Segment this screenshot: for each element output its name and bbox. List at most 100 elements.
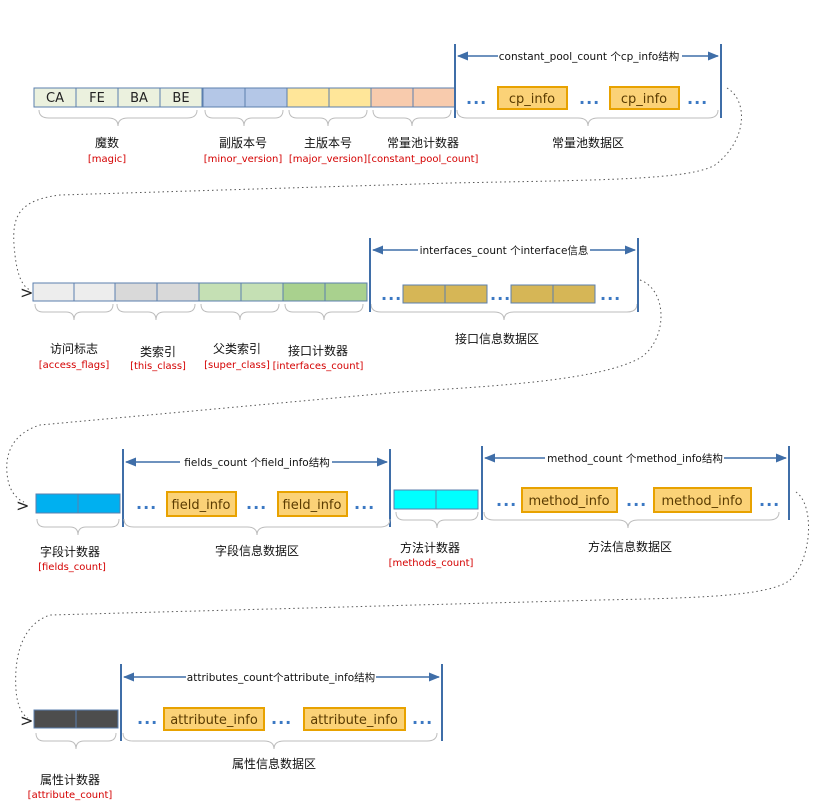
attributes-dim-text: attributes_count个attribute_info结构	[187, 671, 375, 684]
field-info-item-1	[166, 491, 237, 517]
cp-info-item-2-text: cp_info	[621, 92, 667, 107]
this-cell	[114, 282, 158, 302]
magic-label: 魔数	[95, 135, 119, 150]
methods-bracket	[483, 511, 780, 529]
minor-version-bracket	[204, 109, 284, 127]
method-info-item-1	[521, 487, 618, 513]
methods-dots-1: ...	[496, 491, 517, 510]
row-2: > 访问标志 [access_flags] 类索引 [this_class] 父…	[20, 238, 639, 372]
constant-pool-count-bracket	[372, 109, 452, 127]
method-info-item-2-text: method_info	[661, 494, 742, 509]
row-1: CA FE BA BE 魔数 [magic] 副版本号 [minor_versi…	[33, 44, 722, 165]
fields-dots-1: ...	[136, 494, 157, 513]
attributes-count-bracket	[35, 732, 117, 750]
attribute-info-item-1	[163, 707, 265, 731]
super-class-label: 父类索引	[213, 342, 261, 356]
fields-bracket	[123, 518, 391, 536]
this-cell	[156, 282, 200, 302]
major-version-label: 主版本号	[304, 136, 352, 150]
major-version-note: [major_version]	[289, 154, 367, 165]
if1-cell	[444, 284, 488, 304]
interfaces-count-bracket	[284, 303, 364, 321]
minor-version-cells	[202, 87, 288, 108]
interfaces-dots-1: ...	[381, 285, 402, 304]
constant-pool-label: 常量池数据区	[552, 135, 624, 150]
magic-byte-2: FE	[89, 91, 105, 106]
minor-version-label: 副版本号	[219, 136, 267, 150]
attribute-info-item-1-text: attribute_info	[170, 713, 258, 728]
access-flags-label: 访问标志	[50, 342, 98, 356]
minor-cell	[244, 87, 288, 108]
attributes-bracket	[122, 732, 438, 750]
if2-cell	[510, 284, 554, 304]
acount-cell	[33, 709, 77, 729]
attribute-info-item-2	[303, 707, 406, 731]
interfaces-dots-3: ...	[600, 285, 621, 304]
cp-info-item-1	[497, 86, 568, 110]
access-cell	[73, 282, 116, 302]
interfaces-bracket	[370, 303, 638, 321]
access-cell	[32, 282, 75, 302]
continuation-mark-row3: >	[16, 496, 29, 515]
attributes-count-cells	[33, 709, 119, 729]
field-info-item-1-text: field_info	[172, 498, 231, 513]
cp-info-item-2	[609, 86, 680, 110]
interfaces-count-cells	[282, 282, 368, 302]
if2-cell	[552, 284, 596, 304]
major-cell	[328, 87, 372, 108]
fields-count-label: 字段计数器	[40, 544, 100, 559]
interfaces-dots-2: ...	[490, 285, 511, 304]
constant-pool-bracket	[456, 109, 719, 127]
minor-version-note: [minor_version]	[204, 154, 283, 165]
super-class-note: [super_class]	[204, 360, 270, 371]
fcount-cell	[77, 493, 121, 514]
icount-cell	[324, 282, 368, 302]
magic-cell	[159, 87, 203, 108]
magic-cells	[33, 87, 203, 108]
attributes-dots-3: ...	[412, 709, 433, 728]
attributes-count-note: [attribute_count]	[28, 790, 113, 801]
mcount-cell	[435, 489, 479, 510]
cp-info-item-1-text: cp_info	[509, 92, 555, 107]
continuation-mark-row2: >	[20, 283, 33, 302]
minor-cell	[202, 87, 246, 108]
methods-dots-3: ...	[759, 491, 780, 510]
row-4: > 属性计数器 [attribute_count] attributes_cou…	[20, 664, 443, 801]
major-version-bracket	[288, 109, 368, 127]
access-flags-bracket	[34, 303, 114, 321]
constant-pool-count-cells	[370, 87, 456, 108]
methods-label: 方法信息数据区	[588, 539, 672, 554]
super-class-bracket	[200, 303, 280, 321]
connector-row2-row3	[6, 279, 662, 503]
methods-dots-2: ...	[626, 491, 647, 510]
row-3: > 字段计数器 [fields_count] fields_count 个fie…	[16, 446, 790, 573]
acount-cell	[75, 709, 119, 729]
attributes-count-label: 属性计数器	[40, 772, 100, 787]
access-flags-note: [access_flags]	[39, 360, 110, 371]
interface-item-1-cells	[402, 284, 488, 304]
major-cell	[286, 87, 330, 108]
constant-pool-dots-2: ...	[579, 89, 600, 108]
fields-label: 字段信息数据区	[215, 543, 299, 558]
attribute-info-item-2-text: attribute_info	[310, 713, 398, 728]
super-cell	[198, 282, 242, 302]
interfaces-dim-text: interfaces_count 个interface信息	[420, 244, 589, 257]
super-cell	[240, 282, 284, 302]
fields-dots-3: ...	[354, 494, 375, 513]
major-version-cells	[286, 87, 372, 108]
cpc-cell	[370, 87, 414, 108]
constant-pool-count-label: 常量池计数器	[387, 135, 459, 150]
field-info-item-2-text: field_info	[283, 498, 342, 513]
methods-count-label: 方法计数器	[400, 540, 460, 555]
interface-item-2-cells	[510, 284, 596, 304]
methods-count-bracket	[395, 511, 479, 529]
magic-byte-1: CA	[46, 91, 64, 106]
magic-byte-3: BA	[130, 91, 148, 106]
fields-dim-text: fields_count 个field_info结构	[184, 456, 329, 469]
this-class-cells	[114, 282, 200, 302]
attributes-dots-2: ...	[271, 709, 292, 728]
methods-count-note: [methods_count]	[389, 558, 474, 569]
interfaces-count-label: 接口计数器	[288, 343, 348, 358]
interfaces-label: 接口信息数据区	[455, 331, 539, 346]
